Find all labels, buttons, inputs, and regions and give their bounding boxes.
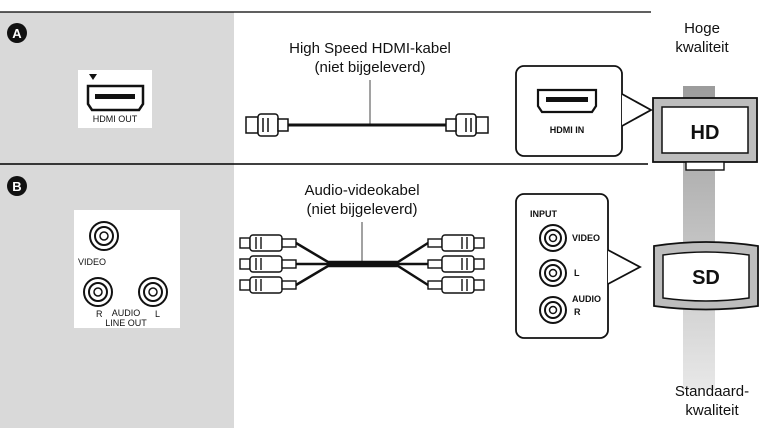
sd-tv-screen: [662, 251, 750, 302]
av-cable-label-line2: (niet bijgeleverd): [307, 201, 418, 218]
hdmi-plug-right-icon: [445, 113, 489, 137]
tv-audio-label: AUDIO: [572, 294, 601, 304]
tv-input-label: INPUT: [530, 209, 558, 219]
section-b: B VIDEO R AUDIO L LINE OUT Audio-videoka…: [7, 176, 759, 339]
hdmi-in-label: HDMI IN: [550, 125, 585, 135]
hdmi-out-arrow-icon: [89, 74, 97, 80]
tv-jack-video-icon: [539, 224, 567, 252]
hdmi-in-port-icon: [536, 88, 598, 114]
rca-plugs-right-icon: [427, 234, 485, 294]
hd-tv-label: HD: [691, 122, 720, 144]
section-b-badge: [7, 176, 27, 196]
quality-std-line1: Standaard-: [675, 383, 749, 400]
hd-tv-stand: [685, 161, 725, 171]
section-a: A HDMI OUT High Speed HDMI-kabel (niet b…: [7, 23, 758, 171]
tv-jack-r-icon: [539, 296, 567, 324]
av-cable: [295, 241, 429, 287]
section-a-badge: [7, 23, 27, 43]
hdmi-out-label: HDMI OUT: [93, 114, 138, 124]
quality-std-line2: kwaliteit: [685, 402, 739, 419]
tv-jack-l-icon: [539, 259, 567, 287]
line-out-label: LINE OUT: [105, 318, 147, 328]
hdmi-cable-label-line1: High Speed HDMI-kabel: [289, 40, 451, 57]
jack-r-icon: [83, 277, 113, 307]
tv-r-label: R: [574, 307, 581, 317]
hdmi-cable-label-line2: (niet bijgeleverd): [315, 59, 426, 76]
av-callout: [607, 249, 642, 285]
rca-plugs-left-icon: [239, 234, 297, 294]
jack-audio-label: AUDIO: [112, 308, 141, 318]
tv-l-label: L: [574, 268, 580, 278]
section-a-badge-letter: A: [12, 26, 22, 41]
quality-high-line1: Hoge: [684, 20, 720, 37]
hd-tv-screen: [661, 106, 749, 154]
jack-l-label: L: [155, 309, 160, 319]
av-cable-label-line1: Audio-videokabel: [304, 182, 419, 199]
hdmi-plug-left-icon: [245, 113, 289, 137]
hdmi-callout: [621, 93, 653, 127]
jack-video-label: VIDEO: [78, 257, 106, 267]
jack-l-icon: [138, 277, 168, 307]
hdmi-out-port-icon: [86, 84, 145, 112]
section-b-badge-letter: B: [12, 179, 21, 194]
sd-tv-label: SD: [692, 267, 720, 289]
jack-video-icon: [89, 221, 119, 251]
jack-r-label: R: [96, 309, 103, 319]
tv-video-label: VIDEO: [572, 233, 600, 243]
quality-high-line2: kwaliteit: [675, 39, 729, 56]
